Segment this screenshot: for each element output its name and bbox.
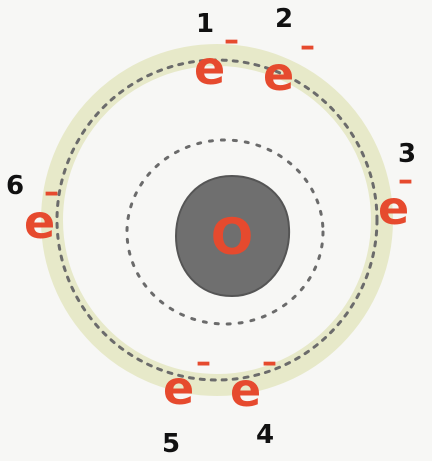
electron-3: e – 3 [378, 139, 416, 235]
electron-2-number: 2 [275, 4, 293, 34]
electron-5-charge: – [196, 345, 211, 380]
electron-1: e – 1 [194, 9, 239, 95]
electron-1-number: 1 [196, 9, 214, 39]
nucleus-label: O [211, 208, 254, 266]
electron-4-number: 4 [256, 420, 274, 450]
electron-6-charge: – [44, 175, 59, 210]
electron-6-number: 6 [6, 171, 24, 201]
electron-1-charge: – [224, 23, 239, 58]
electron-5: e – 5 [162, 345, 211, 459]
electron-4-charge: – [262, 345, 277, 380]
electron-4-symbol: e [230, 363, 261, 417]
electron-1-symbol: e [194, 41, 225, 95]
electron-3-number: 3 [398, 139, 416, 169]
electron-2-charge: – [300, 29, 315, 64]
electron-6: e – 6 [6, 171, 59, 249]
electron-2-symbol: e [263, 47, 294, 101]
electron-4: e – 4 [230, 345, 277, 450]
electron-5-number: 5 [162, 429, 180, 459]
electron-5-symbol: e [163, 361, 194, 415]
